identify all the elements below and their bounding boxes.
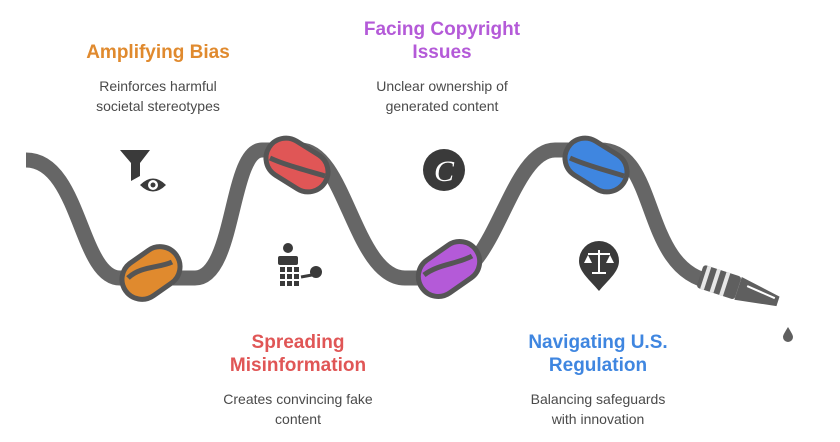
step-description: Unclear ownership of generated content <box>376 78 508 114</box>
copyright-c-icon: C <box>423 149 465 191</box>
step-description: Reinforces harmful societal stereotypes <box>96 78 220 114</box>
scales-marker-icon <box>579 241 619 291</box>
knot-shape <box>415 239 483 299</box>
knot-spreading-misinformation <box>263 135 331 195</box>
step-title: Amplifying Bias <box>86 42 230 63</box>
step-amplifying-bias: Amplifying Bias Reinforces harmful socie… <box>45 41 271 116</box>
person-broadcast-icon <box>278 243 322 286</box>
step-title: Navigating U.S. Regulation <box>528 332 668 376</box>
knot-shape <box>263 135 331 195</box>
knot-facing-copyright <box>415 239 483 299</box>
knot-amplifying-bias <box>119 244 183 302</box>
step-description: Balancing safeguards with innovation <box>530 391 666 427</box>
svg-text:C: C <box>434 155 455 188</box>
step-description: Creates convincing fake content <box>223 391 373 427</box>
nozzle-icon <box>697 265 780 307</box>
filter-eye-icon <box>120 150 166 192</box>
knot-shape <box>119 244 183 302</box>
step-facing-copyright: Facing Copyright Issues Unclear ownershi… <box>329 18 555 116</box>
step-title: Facing Copyright Issues <box>363 19 521 63</box>
step-navigating-regulation: Navigating U.S. Regulation Balancing saf… <box>485 331 711 429</box>
knot-navigating-regulation <box>562 135 630 195</box>
step-spreading-misinformation: Spreading Misinformation Creates convinc… <box>185 331 411 429</box>
step-title: Spreading Misinformation <box>229 332 367 376</box>
water-drop-icon <box>783 327 793 342</box>
